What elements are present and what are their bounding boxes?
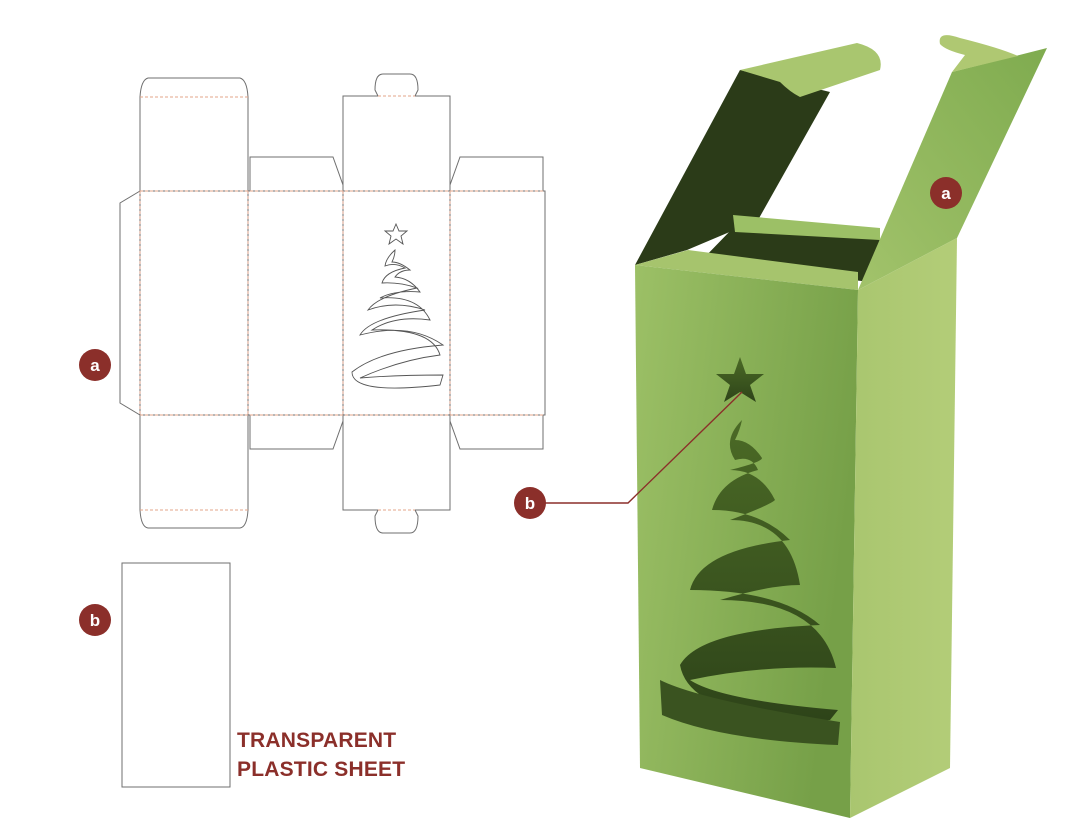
panel-4-bottom-dust-flap (449, 414, 544, 450)
box-dieline (119, 73, 546, 534)
panel-1-bottom-flap (139, 414, 249, 529)
caption-line-2: PLASTIC SHEET (237, 758, 406, 781)
box-side-face (850, 238, 957, 818)
panel-1-top-flap (139, 77, 249, 192)
lid-tuck-tab (939, 35, 1018, 72)
label-a-dieline: a (79, 349, 111, 381)
label-a-box: a (930, 177, 962, 209)
svg-text:b: b (525, 494, 535, 513)
svg-text:a: a (90, 356, 100, 375)
christmas-tree-cutout (660, 357, 840, 745)
back-dust-flap (733, 215, 880, 240)
panel-2-top-dust-flap (249, 156, 344, 192)
panel-4-top-dust-flap (449, 156, 544, 192)
label-b-box: b (514, 487, 546, 519)
box-3d-render (635, 35, 1047, 818)
christmas-tree-window-outline (351, 222, 445, 389)
svg-text:b: b (90, 611, 100, 630)
tuck-tab (740, 43, 881, 97)
front-rim (635, 250, 858, 290)
plastic-sheet-caption: TRANSPARENT PLASTIC SHEET (237, 726, 405, 784)
leader-line-b (545, 391, 743, 504)
lid-panel (858, 48, 1047, 290)
panel-1 (139, 190, 249, 416)
inner-tuck-flap-inside (635, 70, 830, 265)
caption-line-1: TRANSPARENT (237, 729, 397, 752)
star-icon (383, 222, 409, 246)
panel-2 (247, 190, 344, 416)
glue-flap (119, 190, 141, 416)
panel-2-bottom-dust-flap (249, 414, 344, 450)
transparent-plastic-sheet (121, 562, 231, 788)
svg-text:a: a (941, 184, 951, 203)
box-opening-inside (700, 228, 880, 282)
fold-lines (139, 95, 545, 511)
panel-3-bottom-flap (342, 414, 451, 534)
panel-4 (449, 190, 546, 416)
panel-3-top-flap (342, 73, 451, 192)
star-cutout-icon (716, 357, 764, 402)
label-b-sheet: b (79, 604, 111, 636)
